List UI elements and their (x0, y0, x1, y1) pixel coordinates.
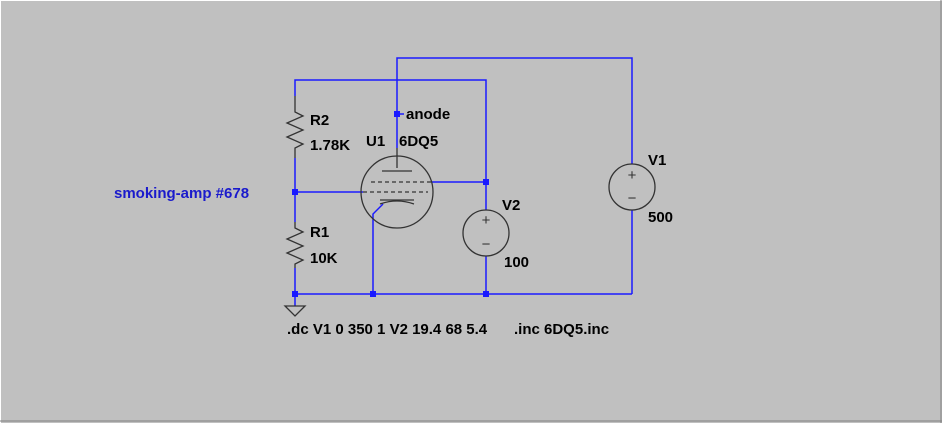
r1-name[interactable]: R1 (310, 224, 329, 241)
v1-name[interactable]: V1 (648, 152, 666, 169)
resistor-r2[interactable] (285, 96, 305, 158)
junction-dot (292, 291, 298, 297)
dc-directive[interactable]: .dc V1 0 350 1 V2 19.4 68 5.4 (287, 321, 488, 338)
junction-dot (292, 189, 298, 195)
wire-cathode (372, 203, 384, 294)
voltage-source-v2[interactable]: + − (462, 209, 510, 257)
junctions (292, 111, 489, 297)
net-label[interactable]: smoking-amp #678 (114, 185, 249, 202)
r2-name[interactable]: R2 (310, 112, 329, 129)
u1-name[interactable]: U1 (366, 133, 385, 150)
v1-value[interactable]: 500 (648, 209, 673, 226)
v2-plus-symbol: + (482, 212, 491, 229)
v1-minus-symbol: − (628, 190, 637, 207)
u1-model[interactable]: 6DQ5 (399, 133, 438, 150)
ground-symbol[interactable] (283, 305, 307, 317)
resistor-r1[interactable] (285, 222, 305, 268)
junction-dot (370, 291, 376, 297)
voltage-source-v2-body (462, 209, 510, 257)
r2-value[interactable]: 1.78K (310, 137, 350, 154)
inc-directive[interactable]: .inc 6DQ5.inc (514, 321, 609, 338)
r1-value[interactable]: 10K (310, 250, 338, 267)
v1-plus-symbol: + (628, 167, 637, 184)
wire-top-left (294, 79, 487, 182)
ground-triangle (283, 305, 307, 317)
wires (294, 57, 633, 306)
v2-name[interactable]: V2 (502, 197, 520, 214)
v2-minus-symbol: − (482, 236, 491, 253)
junction-dot (394, 111, 400, 117)
wire-anode-to-v1 (396, 57, 633, 165)
resistor-r1-body (285, 222, 305, 268)
junction-dot (483, 179, 489, 185)
tube-cathode-curve (379, 200, 415, 205)
resistor-r2-body (285, 96, 305, 158)
tube-u1[interactable] (360, 148, 434, 229)
voltage-source-v1[interactable]: + − (608, 163, 656, 211)
v2-value[interactable]: 100 (504, 254, 529, 271)
junction-dot (483, 291, 489, 297)
anode-node-label[interactable]: anode (406, 106, 450, 123)
voltage-source-v1-body (608, 163, 656, 211)
